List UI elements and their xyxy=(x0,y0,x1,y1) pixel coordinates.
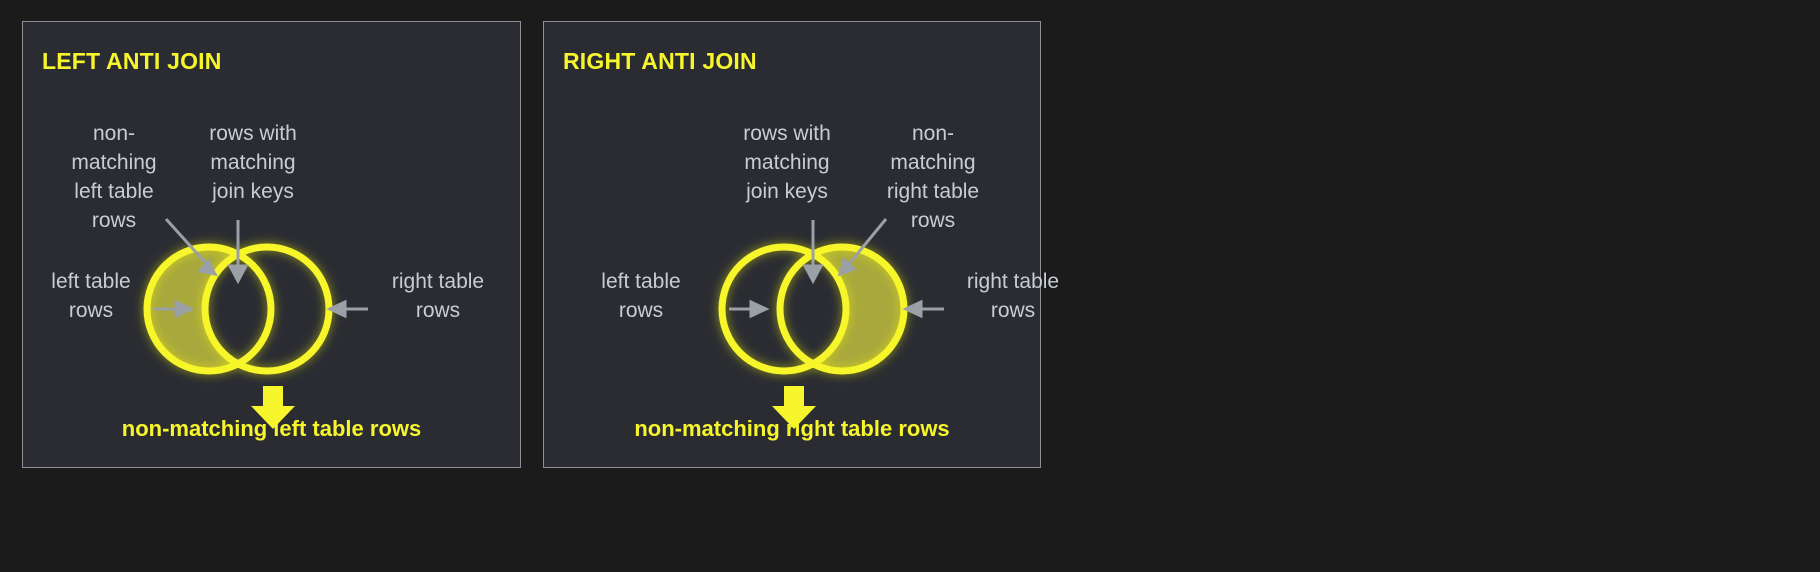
arrow-head-matching xyxy=(227,264,249,285)
annotation-nonmatching-right-rows: non- matching right table rows xyxy=(886,122,980,232)
arrow-head-right-table xyxy=(326,299,347,319)
right-table-circle xyxy=(201,243,333,375)
arrow-head-left-table xyxy=(749,299,770,319)
annotation-matching-join-keys: rows with matching join keys xyxy=(209,122,297,203)
arrow-line-nonmatching xyxy=(842,218,888,271)
annotation-right-table-rows: right table rows xyxy=(966,270,1060,322)
panel-right-anti-join: RIGHT ANTI JOIN xyxy=(543,21,1059,468)
result-down-arrow xyxy=(251,386,295,429)
panel-caption: non-matching left table rows xyxy=(121,416,422,441)
panel-title: LEFT ANTI JOIN xyxy=(42,48,222,74)
annotation-left-table-rows: left table rows xyxy=(51,270,131,322)
annotation-matching-join-keys: rows with matching join keys xyxy=(743,122,831,203)
arrow-head-left-table xyxy=(174,299,195,319)
left-table-circle xyxy=(718,243,850,375)
annotation-arrows xyxy=(729,218,944,319)
panel-title: RIGHT ANTI JOIN xyxy=(563,48,757,74)
annotation-right-table-rows: right table rows xyxy=(391,270,485,322)
venn-svg xyxy=(718,218,944,429)
arrow-line-nonmatching xyxy=(164,217,214,272)
left-table-circle xyxy=(143,243,275,375)
arrow-head-matching xyxy=(802,264,824,285)
annotation-left-table-rows: left table rows xyxy=(601,270,681,322)
arrow-head-nonmatching xyxy=(837,257,857,277)
panel-left-anti-join: LEFT ANTI JOIN xyxy=(22,21,521,468)
arrow-head-right-table xyxy=(902,299,923,319)
panel-caption: non-matching right table rows xyxy=(634,416,950,441)
arrow-head-nonmatching xyxy=(197,258,218,277)
result-down-arrow xyxy=(772,386,816,429)
venn-svg xyxy=(143,217,368,429)
venn-diagram-right xyxy=(544,22,1040,467)
annotation-arrows xyxy=(153,217,368,319)
venn-diagram-left xyxy=(23,22,520,467)
annotation-nonmatching-left-rows: non- matching left table rows xyxy=(71,122,157,232)
